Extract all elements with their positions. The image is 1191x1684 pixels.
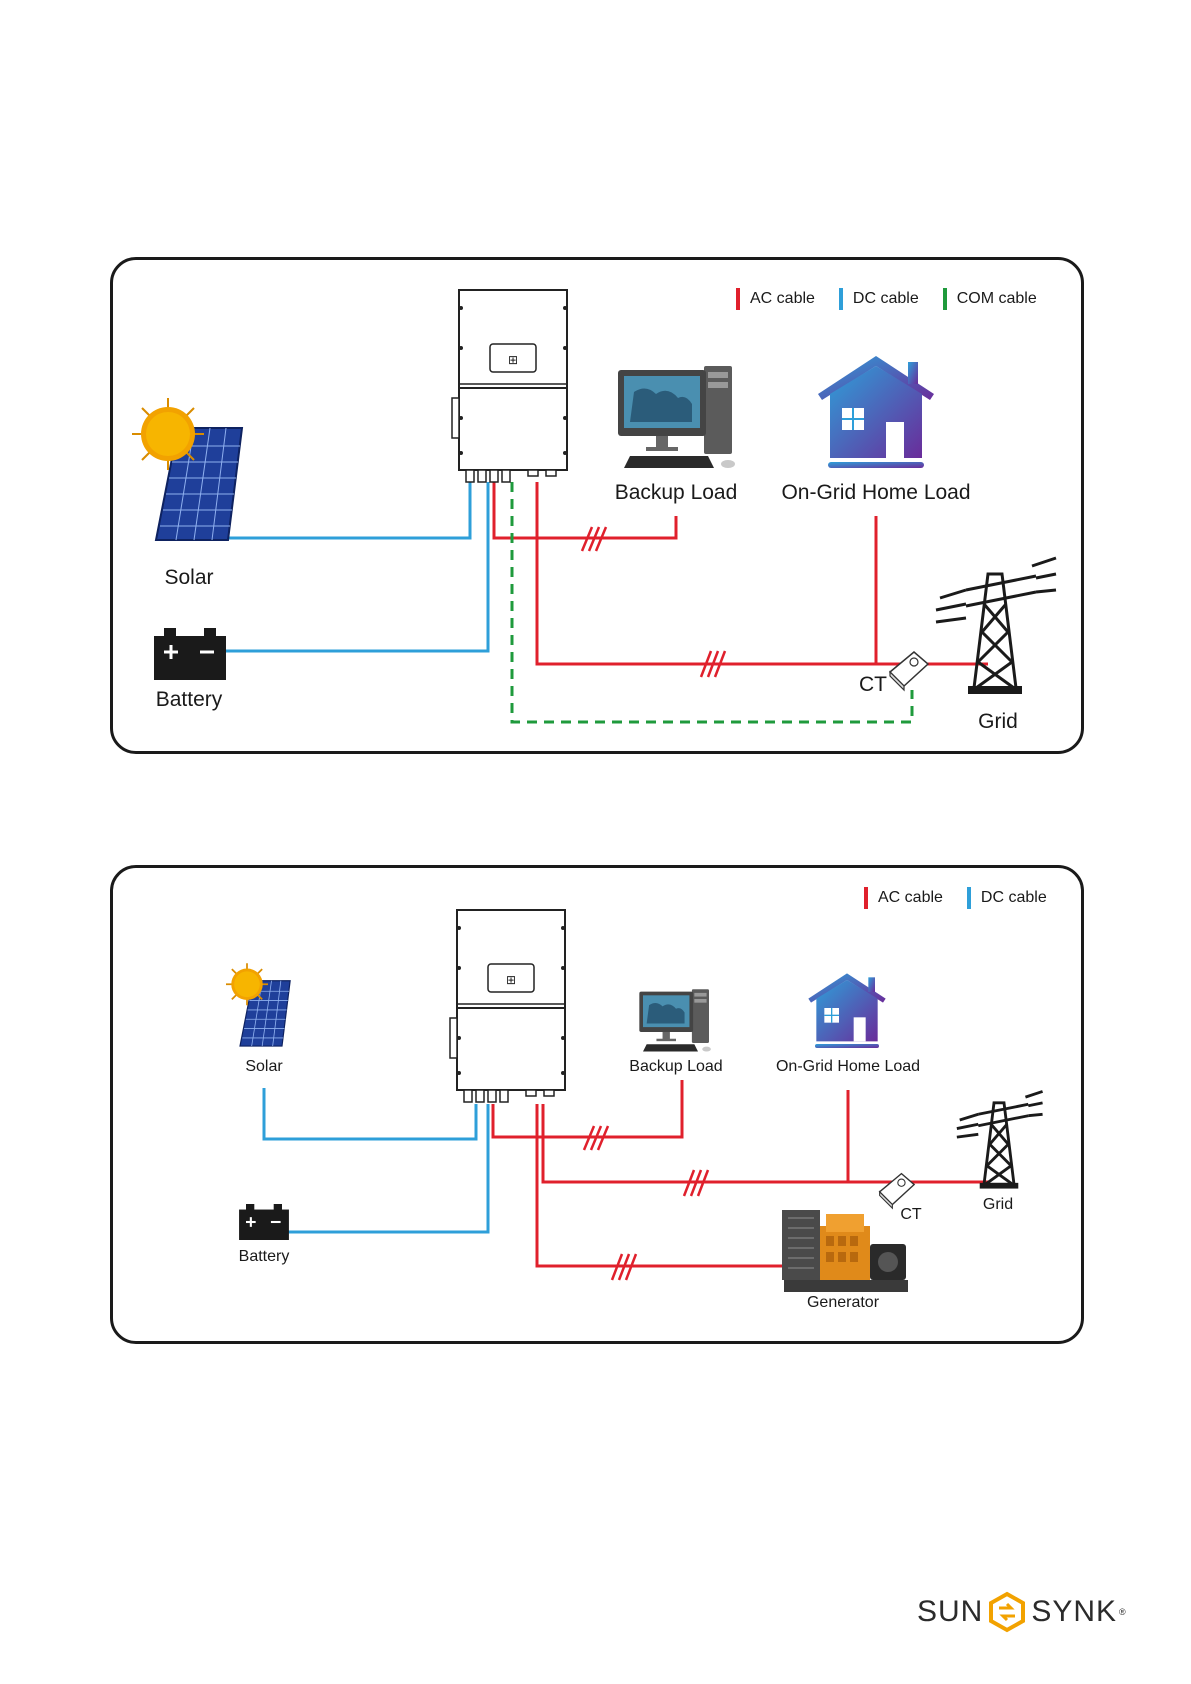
- pylon-icon: [954, 1090, 1044, 1190]
- legend-dc-label: DC cable: [981, 889, 1047, 907]
- logo-mark-icon: [987, 1592, 1027, 1632]
- generator-label: Generator: [807, 1294, 879, 1312]
- ac-cable-generator: [537, 1104, 784, 1266]
- legend-ac-label: AC cable: [878, 889, 943, 907]
- logo-text-left: SUN: [917, 1595, 983, 1629]
- logo-text-right: SYNK: [1031, 1595, 1117, 1629]
- battery-icon: [239, 1204, 289, 1240]
- solar-panel-icon: [226, 960, 296, 1054]
- ct-clamp-icon: [874, 1170, 918, 1210]
- sunsynk-logo: SUN SYNK ®: [917, 1592, 1127, 1632]
- solar-label: Solar: [245, 1058, 282, 1076]
- inverter-icon: ⊞: [446, 908, 576, 1108]
- house-icon: [807, 972, 887, 1052]
- legend-ac: AC cable: [864, 887, 943, 909]
- grid-label: Grid: [983, 1196, 1013, 1214]
- computer-icon: [638, 988, 714, 1054]
- dc-cable-battery: [288, 1104, 488, 1232]
- backup-load-label: Backup Load: [629, 1058, 722, 1076]
- home-load-label: On-Grid Home Load: [776, 1058, 920, 1076]
- logo-registered-mark: ®: [1119, 1607, 1127, 1617]
- dc-cable-solar: [264, 1088, 476, 1139]
- ac-cable-grid: [543, 1104, 990, 1182]
- battery-label: Battery: [239, 1248, 290, 1266]
- generator-icon: [780, 1206, 910, 1294]
- ac-swatch: [864, 887, 868, 909]
- legend-dc: DC cable: [967, 887, 1047, 909]
- dc-swatch: [967, 887, 971, 909]
- legend-2: AC cable DC cable: [864, 887, 1047, 909]
- svg-text:⊞: ⊞: [506, 973, 516, 987]
